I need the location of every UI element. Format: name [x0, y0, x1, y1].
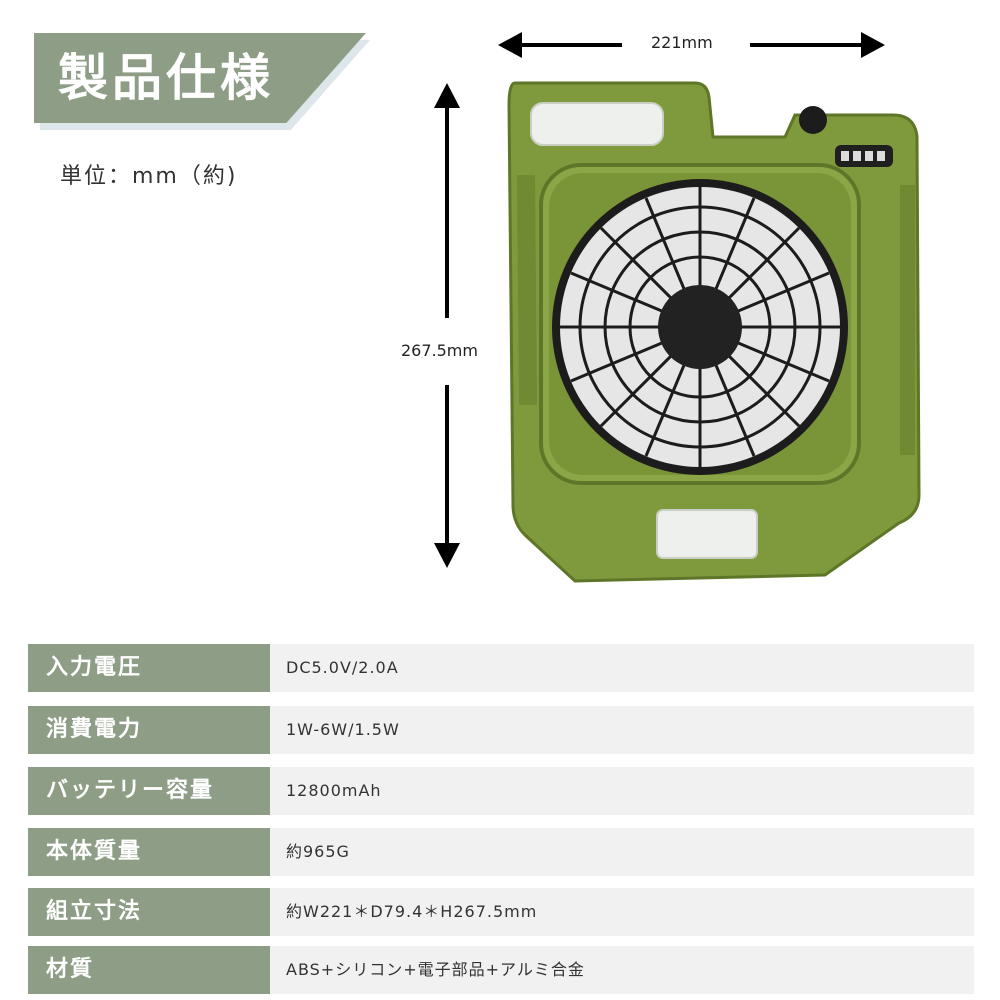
page-title: 製品仕様 [58, 49, 274, 107]
spec-label: 本体質量 [28, 828, 270, 876]
spec-row-input-voltage: 入力電圧 DC5.0V/2.0A [28, 644, 974, 692]
spec-row-material: 材質 ABS+シリコン+電子部品+アルミ合金 [28, 946, 974, 994]
bottom-led-light [656, 509, 758, 559]
width-arrow-head-left [498, 32, 522, 58]
top-led-light [530, 102, 664, 146]
spec-value: 12800mAh [270, 767, 974, 815]
spec-value: 1W-6W/1.5W [270, 706, 974, 754]
spec-label: 消費電力 [28, 706, 270, 754]
height-arrow-head-top [434, 83, 460, 108]
battery-indicator [835, 145, 893, 167]
spec-row-power-consumption: 消費電力 1W-6W/1.5W [28, 706, 974, 754]
spec-value: 約965G [270, 828, 974, 876]
width-dimension-label: 221mm [651, 33, 713, 52]
spec-value: 約W221＊D79.4＊H267.5mm [270, 888, 974, 936]
spec-row-weight: 本体質量 約965G [28, 828, 974, 876]
body-right-panel [900, 185, 915, 455]
spec-label: 組立寸法 [28, 888, 270, 936]
height-dimension-label: 267.5mm [401, 341, 478, 360]
fan-product-image [507, 81, 921, 583]
spec-row-assembled-size: 組立寸法 約W221＊D79.4＊H267.5mm [28, 888, 974, 936]
spec-label: 材質 [28, 946, 270, 994]
battery-bar-2 [853, 151, 861, 161]
height-arrow-head-bottom [434, 543, 460, 568]
spec-label: 入力電圧 [28, 644, 270, 692]
spec-row-battery-capacity: バッテリー容量 12800mAh [28, 767, 974, 815]
body-left-panel [517, 175, 537, 405]
spec-value: DC5.0V/2.0A [270, 644, 974, 692]
battery-bar-1 [841, 151, 849, 161]
dimension-arrows [434, 32, 885, 568]
spec-label: バッテリー容量 [28, 767, 270, 815]
fan-hub [658, 285, 742, 369]
battery-bar-4 [877, 151, 885, 161]
width-arrow-head-right [861, 32, 885, 58]
battery-bar-3 [865, 151, 873, 161]
unit-note: 単位：mm（約) [60, 164, 238, 189]
control-knob [799, 106, 827, 134]
spec-value: ABS+シリコン+電子部品+アルミ合金 [270, 946, 974, 994]
